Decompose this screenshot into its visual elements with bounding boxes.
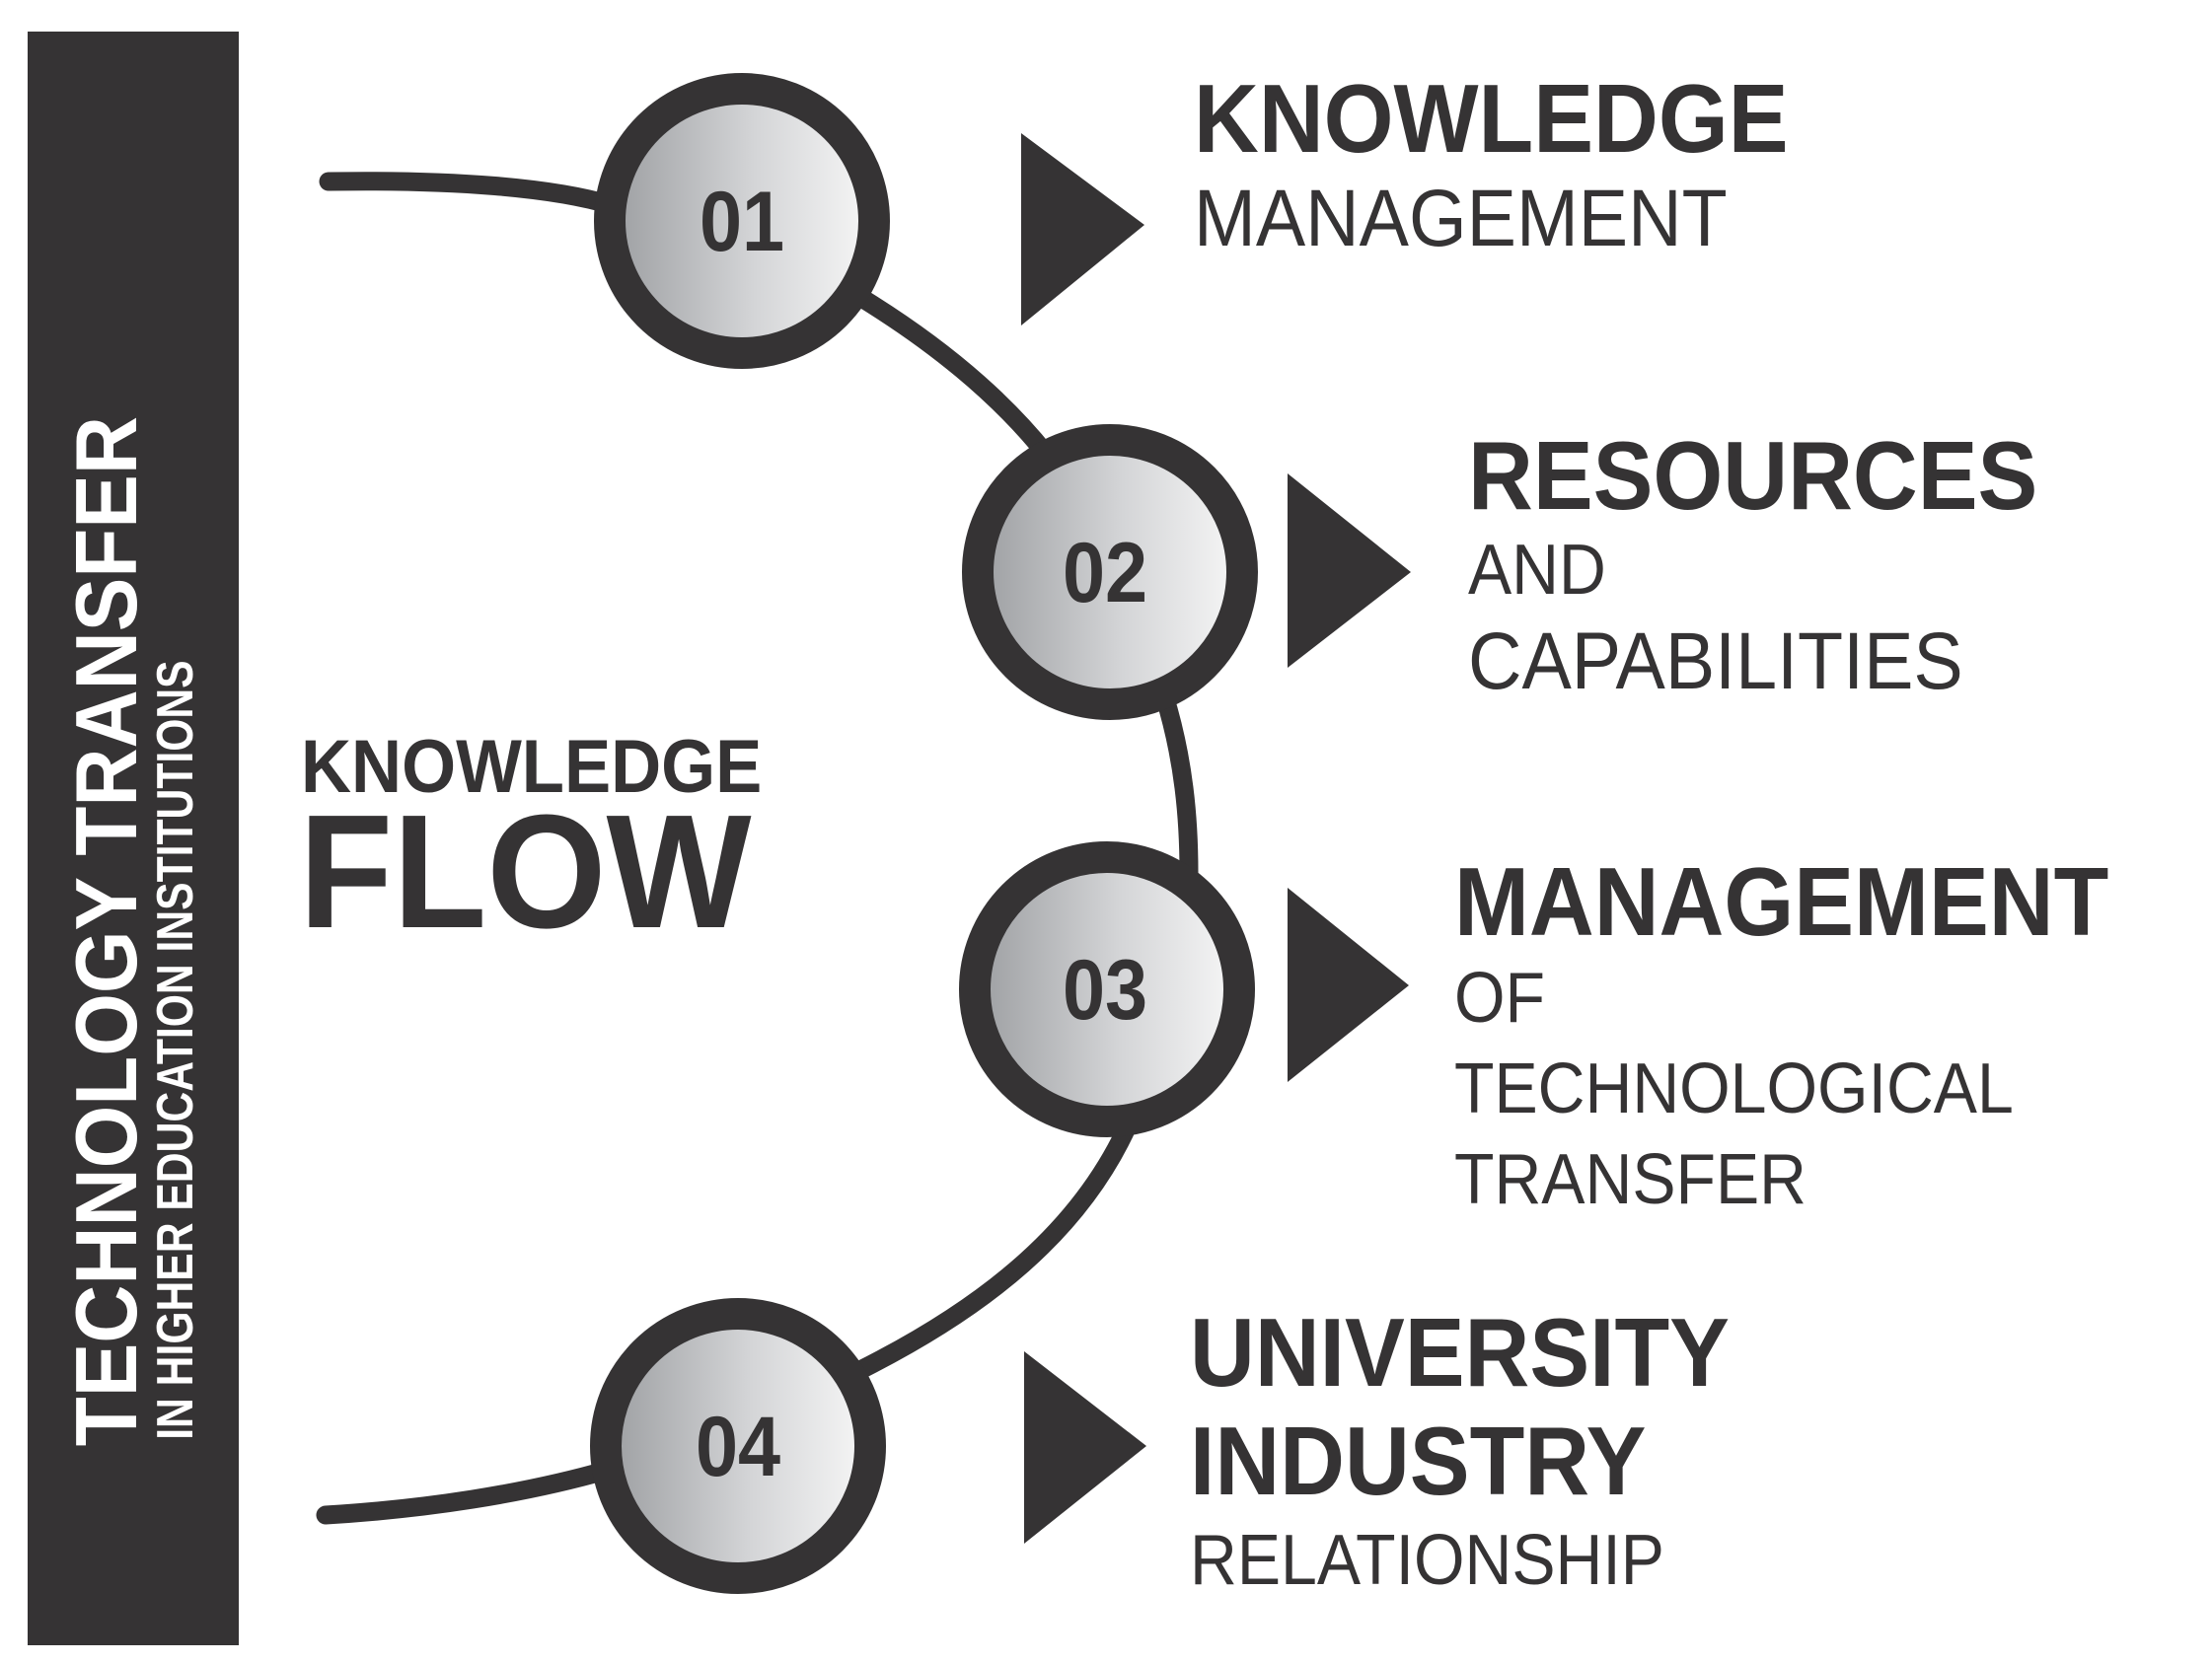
center-label-line2: FLOW — [299, 781, 752, 962]
triangle-arrow-icon — [1024, 1351, 1146, 1544]
step-number: 01 — [700, 175, 784, 269]
title-banner — [28, 32, 239, 1645]
step-label-bold: MANAGEMENT — [1454, 847, 2109, 956]
connecting-arc — [316, 172, 1199, 1525]
step-label-light: TECHNOLOGICAL — [1454, 1049, 2014, 1128]
step-label-bold: RESOURCES — [1468, 421, 2038, 530]
center-label-line1: KNOWLEDGE — [301, 725, 763, 809]
triangle-arrow-icon — [1021, 133, 1144, 325]
step-node-02: 02 — [962, 424, 1258, 720]
step-number: 02 — [1063, 526, 1147, 620]
step-label-light: TRANSFER — [1454, 1140, 1806, 1219]
circle-icon — [590, 1298, 886, 1594]
step-label-light: CAPABILITIES — [1468, 616, 1963, 706]
step-number: 04 — [696, 1400, 781, 1494]
step-label-03: MANAGEMENT OF TECHNOLOGICAL TRANSFER — [1454, 850, 2158, 1225]
step-node-01: 01 — [594, 73, 890, 369]
circle-icon — [959, 841, 1255, 1137]
step-label-light: MANAGEMENT — [1194, 174, 1728, 263]
knowledge-flow-label: KNOWLEDGE FLOW — [299, 725, 796, 962]
triangle-arrow-icon — [1288, 888, 1409, 1082]
step-label-bold: KNOWLEDGE — [1194, 64, 1789, 173]
step-number: 03 — [1063, 943, 1147, 1038]
step-label-bold: INDUSTRY — [1190, 1407, 1647, 1515]
circle-icon — [594, 73, 890, 369]
step-label-light: AND — [1468, 531, 1606, 610]
step-node-04: 04 — [590, 1298, 886, 1594]
step-node-03: 03 — [959, 841, 1255, 1137]
triangle-arrow-icon — [1288, 473, 1411, 668]
step-label-light: OF — [1454, 959, 1545, 1038]
step-label-04: UNIVERSITY INDUSTRY RELATIONSHIP — [1190, 1298, 1770, 1606]
step-label-light: RELATIONSHIP — [1190, 1521, 1664, 1600]
step-label-02: RESOURCES AND CAPABILITIES — [1468, 426, 2081, 708]
circle-icon — [962, 424, 1258, 720]
step-label-bold: UNIVERSITY — [1190, 1298, 1730, 1407]
step-label-01: KNOWLEDGE MANAGEMENT — [1194, 69, 1833, 270]
